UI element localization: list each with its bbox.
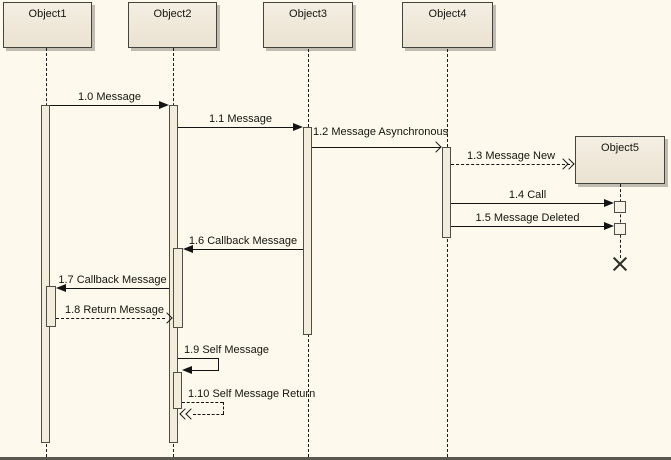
activation-bar-object3[interactable] bbox=[303, 127, 312, 335]
object-box-object5[interactable]: Object5 bbox=[575, 136, 665, 184]
object-label: Object5 bbox=[601, 142, 639, 154]
message-1-3-label[interactable]: 1.3 Message New bbox=[466, 150, 556, 162]
message-1-10-line[interactable] bbox=[182, 402, 223, 403]
object-label: Object2 bbox=[153, 8, 192, 20]
object-box-object1[interactable]: Object1 bbox=[3, 2, 92, 48]
diagram-bottom-border bbox=[0, 457, 671, 460]
object-label: Object4 bbox=[428, 8, 467, 20]
object-box-object4[interactable]: Object4 bbox=[402, 2, 493, 48]
message-1-7-arrowhead-icon bbox=[56, 284, 66, 292]
message-1-1-arrowhead-icon bbox=[293, 123, 303, 131]
message-1-9-line[interactable] bbox=[192, 370, 219, 371]
message-1-1-line[interactable] bbox=[178, 127, 294, 128]
message-1-3-line[interactable] bbox=[451, 164, 570, 165]
activation-bar-object4[interactable] bbox=[442, 147, 451, 238]
message-1-1-label[interactable]: 1.1 Message bbox=[209, 113, 272, 125]
message-1-6-arrowhead-icon bbox=[183, 245, 193, 253]
message-1-7-label[interactable]: 1.7 Callback Message bbox=[58, 274, 167, 286]
lifeline-termination-x-icon bbox=[612, 256, 628, 272]
activation-bar-object1-nested[interactable] bbox=[46, 286, 56, 327]
activation-bar-object2-nested-1[interactable] bbox=[173, 248, 183, 328]
message-1-7-line[interactable] bbox=[66, 288, 169, 289]
message-1-2-arrowhead-icon bbox=[430, 141, 442, 153]
message-1-0-line[interactable] bbox=[50, 105, 160, 106]
message-1-0-arrowhead-icon bbox=[159, 101, 169, 109]
message-1-4-line[interactable] bbox=[451, 203, 604, 204]
message-1-5-line[interactable] bbox=[451, 226, 604, 227]
lifeline-object4 bbox=[447, 49, 448, 457]
object-box-object3[interactable]: Object3 bbox=[263, 2, 353, 48]
lifeline-object5 bbox=[620, 184, 621, 258]
message-1-9-label[interactable]: 1.9 Self Message bbox=[184, 344, 269, 356]
message-1-10-line[interactable] bbox=[223, 402, 224, 414]
message-1-6-label[interactable]: 1.6 Callback Message bbox=[188, 235, 298, 247]
object-box-object2[interactable]: Object2 bbox=[128, 2, 217, 48]
activation-bar-object5-2[interactable] bbox=[614, 223, 626, 235]
message-1-8-label[interactable]: 1.8 Return Message bbox=[64, 304, 165, 316]
message-1-9-arrowhead-icon bbox=[182, 366, 192, 374]
object-label: Object1 bbox=[28, 8, 67, 20]
message-1-5-arrowhead-icon bbox=[604, 222, 614, 230]
activation-bar-object2-nested-2[interactable] bbox=[173, 372, 182, 409]
message-1-9-line[interactable] bbox=[178, 358, 218, 359]
message-1-10-line[interactable] bbox=[193, 414, 224, 415]
message-1-9-line[interactable] bbox=[218, 358, 219, 370]
activation-bar-object5-1[interactable] bbox=[614, 201, 626, 213]
activation-bar-object1[interactable] bbox=[41, 105, 50, 443]
message-1-5-label[interactable]: 1.5 Message Deleted bbox=[475, 212, 580, 224]
message-1-4-arrowhead-icon bbox=[604, 199, 614, 207]
message-1-4-label[interactable]: 1.4 Call bbox=[508, 189, 547, 201]
message-1-2-label[interactable]: 1.2 Message Asynchronous bbox=[313, 126, 449, 138]
message-1-2-line[interactable] bbox=[312, 147, 440, 148]
message-1-6-line[interactable] bbox=[193, 249, 303, 250]
object-label: Object3 bbox=[289, 8, 327, 20]
message-1-0-label[interactable]: 1.0 Message bbox=[78, 91, 141, 103]
message-1-10-label[interactable]: 1.10 Self Message Return bbox=[188, 388, 316, 400]
message-1-8-line[interactable] bbox=[56, 318, 165, 319]
